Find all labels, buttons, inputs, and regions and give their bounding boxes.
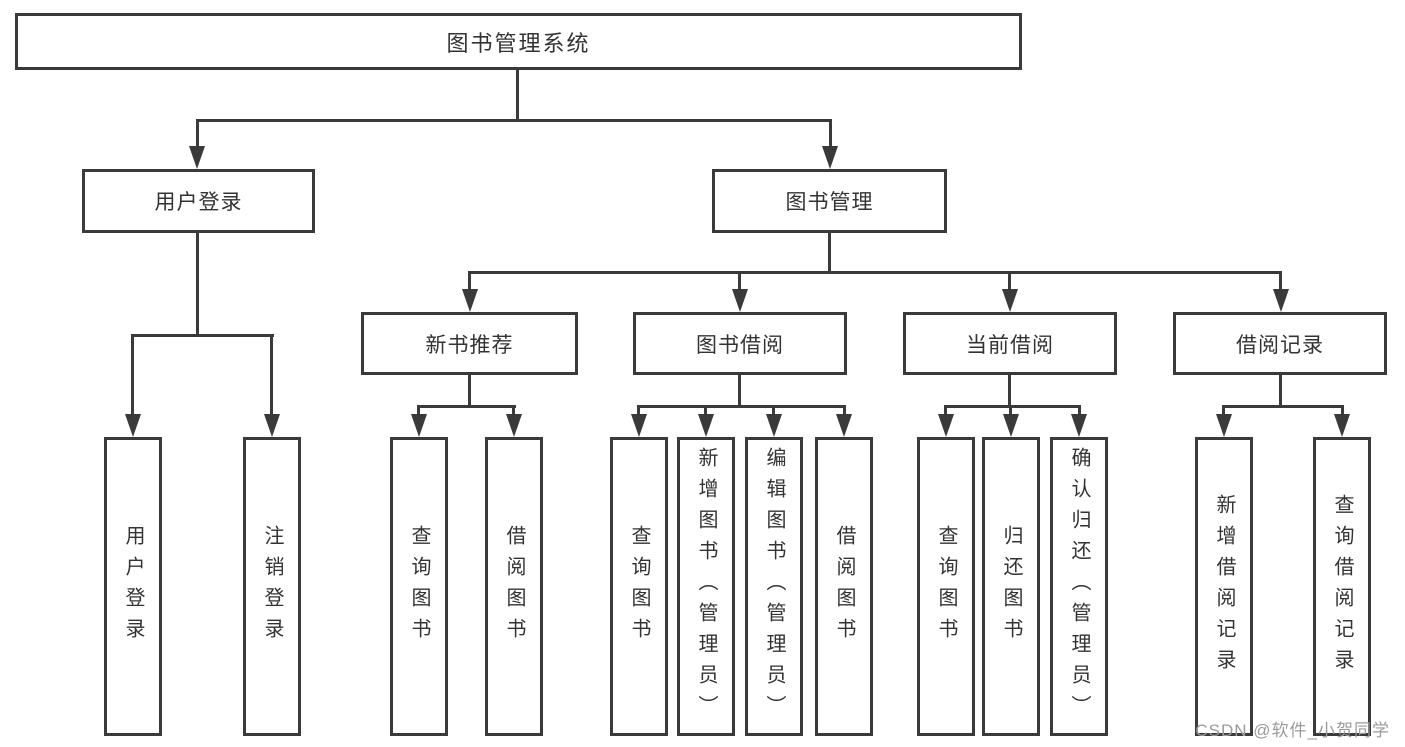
arrow-to-user-login — [189, 146, 205, 169]
arrow-to-leaf — [1071, 414, 1087, 437]
arrow-to-leaf — [836, 414, 852, 437]
connector-currentborrow-stub — [1008, 375, 1011, 408]
connector-drop — [1009, 405, 1012, 416]
connector-drop — [270, 334, 273, 415]
connector-bookmgmt-drop — [829, 119, 832, 147]
connector-split-hline — [944, 405, 1081, 408]
connector-drop — [637, 405, 640, 416]
leaf-record-add: 新增借阅记录 — [1195, 437, 1253, 736]
leaf-current-confirm-return-admin: 确认归还（管理员） — [1050, 437, 1108, 736]
csdn-watermark: CSDN @软件_小贺同学 — [1195, 721, 1390, 740]
arrow-to-leaf — [506, 414, 522, 437]
node-library-system: 图书管理系统 — [15, 13, 1022, 70]
arrow-to-current-borrow — [1002, 289, 1018, 312]
arrow-to-book-borrow — [732, 289, 748, 312]
node-user-login: 用户登录 — [82, 169, 315, 233]
arrow-to-leaf — [1216, 414, 1232, 437]
connector-drop — [512, 405, 515, 416]
connector-drop — [1078, 405, 1081, 416]
connector-drop — [131, 334, 134, 415]
leaf-user-login: 用户登录 — [104, 437, 162, 736]
arrow-to-leaf — [698, 414, 714, 437]
node-current-borrow: 当前借阅 — [903, 312, 1117, 375]
connector-drop — [944, 405, 947, 416]
connector-newbook-stub — [468, 375, 471, 408]
connector-drop — [1279, 271, 1282, 291]
node-book-management: 图书管理 — [712, 169, 947, 233]
arrow-to-book-mgmt — [822, 146, 838, 169]
leaf-borrow-edit-book-admin: 编辑图书（管理员） — [745, 437, 803, 736]
connector-drop — [738, 271, 741, 291]
leaf-logout: 注销登录 — [243, 437, 301, 736]
arrow-to-borrow-record — [1273, 289, 1289, 312]
connector-level3-hline — [468, 271, 1282, 274]
leaf-current-return-book: 归还图书 — [982, 437, 1040, 736]
node-new-book-recommend: 新书推荐 — [361, 312, 578, 375]
arrow-to-leaf — [631, 414, 647, 437]
node-borrow-record: 借阅记录 — [1173, 312, 1387, 375]
arrow-to-leaf — [938, 414, 954, 437]
arrow-to-new-book — [462, 289, 478, 312]
leaf-record-query: 查询借阅记录 — [1313, 437, 1371, 736]
node-book-borrow: 图书借阅 — [633, 312, 847, 375]
arrow-to-leaf — [264, 414, 280, 437]
connector-drop — [468, 271, 471, 291]
connector-userlogin-stub — [196, 232, 199, 337]
connector-drop — [417, 405, 420, 416]
connector-drop — [843, 405, 846, 416]
leaf-newbook-borrow: 借阅图书 — [485, 437, 543, 736]
connector-root-stub — [516, 70, 519, 122]
connector-level2-hline — [196, 119, 832, 122]
arrow-to-leaf — [411, 414, 427, 437]
connector-userlogin-hline — [131, 334, 274, 337]
connector-split-hline — [637, 405, 846, 408]
connector-bookmgmt-stub — [828, 232, 831, 274]
connector-split-hline — [417, 405, 516, 408]
connector-drop — [1008, 271, 1011, 291]
connector-userlogin-drop — [196, 119, 199, 147]
connector-drop — [1341, 405, 1344, 416]
connector-bookborrow-stub — [738, 375, 741, 408]
leaf-borrow-add-book-admin: 新增图书（管理员） — [677, 437, 735, 736]
connector-borrowrecord-stub — [1279, 375, 1282, 408]
leaf-newbook-query: 查询图书 — [390, 437, 448, 736]
arrow-to-leaf — [1003, 414, 1019, 437]
arrow-to-leaf — [766, 414, 782, 437]
leaf-borrow-query-book: 查询图书 — [610, 437, 668, 736]
leaf-current-query-book: 查询图书 — [917, 437, 975, 736]
leaf-borrow-borrow-book: 借阅图书 — [815, 437, 873, 736]
connector-split-hline — [1222, 405, 1344, 408]
arrow-to-leaf — [1334, 414, 1350, 437]
connector-drop — [772, 405, 775, 416]
arrow-to-leaf — [125, 414, 141, 437]
connector-drop — [1222, 405, 1225, 416]
connector-drop — [704, 405, 707, 416]
